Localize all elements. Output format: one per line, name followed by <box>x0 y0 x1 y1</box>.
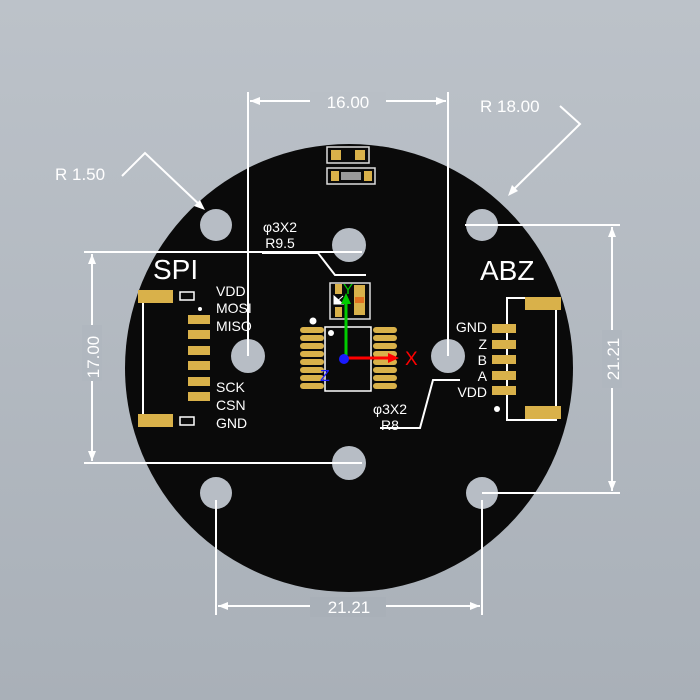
x-axis-label: X <box>405 349 418 370</box>
sensor-ic <box>300 282 397 392</box>
hole-inner-top <box>332 228 366 262</box>
z-axis-label: Z <box>320 368 330 385</box>
abz-pin-label: A <box>478 368 488 384</box>
ic-pin-pad <box>373 327 397 333</box>
ic-pin-pad <box>300 375 324 381</box>
hole-outer-tl <box>200 209 232 241</box>
ic-pin-pad <box>373 375 397 381</box>
abz-pin-label: Z <box>478 336 487 352</box>
ic-pin-pad <box>300 335 324 341</box>
ic-pin-pad <box>373 343 397 349</box>
ic-pin-pad <box>373 335 397 341</box>
ic-pin-pad <box>300 367 324 373</box>
abz-pin-label: GND <box>456 319 487 335</box>
pcb-board <box>125 144 573 592</box>
abz-title: ABZ <box>480 255 534 286</box>
coordinate-axes: X Y Z <box>320 281 418 385</box>
ic-pin-pad <box>373 367 397 373</box>
ic-pin-pad <box>373 383 397 389</box>
hole-note-top-line2: R9.5 <box>265 235 295 251</box>
ic-pin-pad <box>300 327 324 333</box>
dim-hole-radius: R 1.50 <box>55 165 105 184</box>
hole-note-right-line1: φ3X2 <box>373 401 407 417</box>
dim-top-width: 16.00 <box>327 93 370 112</box>
dim-outer-radius: R 18.00 <box>480 97 540 116</box>
z-axis-dot <box>339 354 349 364</box>
ic-pin-pad <box>300 359 324 365</box>
spi-pin-label: CSN <box>216 397 246 413</box>
ic-pin-pad <box>300 351 324 357</box>
ic-pin-pad <box>300 343 324 349</box>
dim-right-height: 21.21 <box>604 338 623 381</box>
hole-note-right-line2: R8 <box>381 417 399 433</box>
y-axis-label: Y <box>343 281 353 298</box>
abz-pin-label: VDD <box>457 384 487 400</box>
dim-left-height: 17.00 <box>84 336 103 379</box>
dimension-labels: 16.00 21.21 R 18.00 R 1.50 17.00 21.21 φ… <box>55 92 623 617</box>
spi-title: SPI <box>153 254 198 285</box>
spi-connector <box>138 290 210 427</box>
abz-connector <box>492 297 561 421</box>
hole-outer-bl <box>200 477 232 509</box>
dim-bottom-width: 21.21 <box>328 598 371 617</box>
top-components <box>326 146 376 185</box>
hole-note-top-line1: φ3X2 <box>263 219 297 235</box>
dimension-lines <box>84 92 620 615</box>
spi-pin-label: SCK <box>216 379 245 395</box>
spi-pin-label: GND <box>216 415 247 431</box>
abz-pin-label: B <box>478 352 487 368</box>
spi-pin-label: VDD <box>216 283 246 299</box>
spi-pin-label: MISO <box>216 318 252 334</box>
spi-pin-label: MOSI <box>216 300 252 316</box>
ic-pin-pad <box>300 383 324 389</box>
